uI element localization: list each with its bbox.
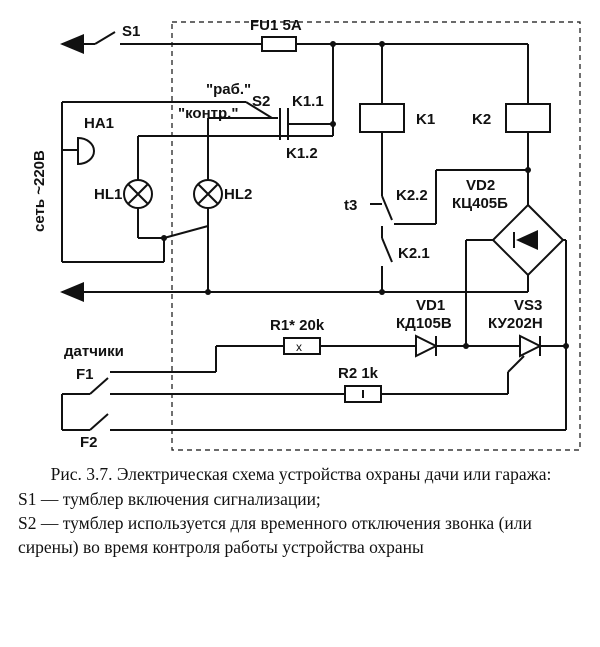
label-r1: R1* 20k <box>270 317 325 334</box>
switch-s2-blade <box>245 101 273 119</box>
figure-caption: Рис. 3.7. Электрическая схема устройства… <box>18 462 584 559</box>
label-hl1: HL1 <box>94 186 122 203</box>
sensor-f1-blade <box>89 377 109 395</box>
junction <box>330 41 336 47</box>
sensor-f2-blade <box>89 413 109 431</box>
diode-vd1 <box>415 334 439 358</box>
thyristor-vs3-gate <box>507 355 525 373</box>
label-set: сеть ~220В <box>31 150 48 232</box>
label-vd1-type: КД105В <box>396 315 452 332</box>
relay-k2-coil <box>505 103 551 133</box>
circuit-schematic: x S1 FU1 5A "раб." "контр." S2 K1.1 K1.2… <box>31 17 581 451</box>
label-k1-1: K1.1 <box>292 93 324 110</box>
label-kontr: "контр." <box>178 105 238 122</box>
label-vs3-type: КУ202Н <box>488 315 543 332</box>
bell-ha1 <box>77 136 95 166</box>
label-rab: "раб." <box>206 81 251 98</box>
junction <box>379 289 385 295</box>
lamp-hl2-cross2 <box>197 183 219 205</box>
junction <box>525 167 531 173</box>
lamp-hl1-cross2 <box>127 183 149 205</box>
label-fu1: FU1 5A <box>250 17 302 34</box>
thyristor-vs3 <box>519 334 543 358</box>
resistor-r1 <box>283 337 321 355</box>
wire-hl-node-diag <box>163 225 209 239</box>
label-k2: K2 <box>472 111 491 128</box>
label-k2-1: K2.1 <box>398 245 430 262</box>
label-f1: F1 <box>76 366 94 383</box>
contact-k2-2 <box>381 195 393 221</box>
label-vd1: VD1 <box>416 297 445 314</box>
label-s1: S1 <box>122 23 140 40</box>
label-hl2: HL2 <box>224 186 252 203</box>
caption-line-1: S1 — тумблер включения сигнализации; <box>18 489 321 509</box>
label-datchiki: датчики <box>64 343 124 360</box>
vd2-inner-diode <box>516 230 538 250</box>
fuse-fu1 <box>261 36 297 52</box>
switch-s1-blade <box>94 31 116 45</box>
label-ha1: HA1 <box>84 115 114 132</box>
label-t3: t3 <box>344 197 357 214</box>
caption-line-2: S2 — тумблер используется для временного… <box>18 513 532 557</box>
label-vd2: VD2 <box>466 177 495 194</box>
junction <box>161 235 167 241</box>
label-k2-2: K2.2 <box>396 187 428 204</box>
resistor-r1-mark: x <box>296 340 302 354</box>
label-vs3: VS3 <box>514 297 542 314</box>
relay-k1-coil <box>359 103 405 133</box>
junction <box>563 343 569 349</box>
label-k1-2: K1.2 <box>286 145 318 162</box>
contact-k2-1 <box>381 237 393 263</box>
label-s2: S2 <box>252 93 270 110</box>
junction <box>205 289 211 295</box>
junction <box>330 121 336 127</box>
junction <box>379 41 385 47</box>
caption-title: Рис. 3.7. Электрическая схема устройства… <box>50 464 552 484</box>
label-vd2-type: КЦ405Б <box>452 195 508 212</box>
label-k1: K1 <box>416 111 435 128</box>
junction <box>463 343 469 349</box>
label-r2: R2 1k <box>338 365 379 382</box>
label-f2: F2 <box>80 434 98 451</box>
